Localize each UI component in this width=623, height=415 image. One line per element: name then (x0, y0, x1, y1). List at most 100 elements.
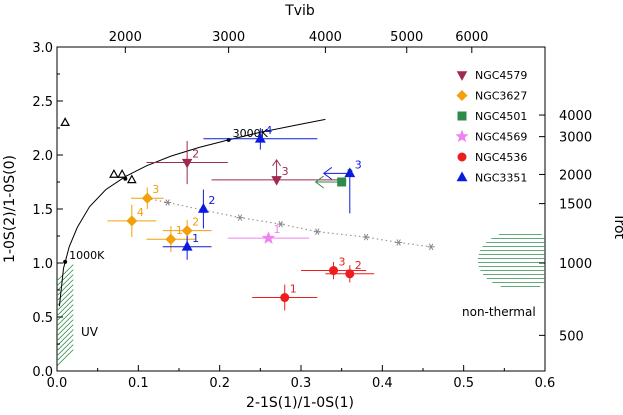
data-point (280, 293, 290, 303)
right-tick-label: 1000 (559, 257, 592, 272)
x-tick-label: 0.1 (128, 376, 149, 391)
data-point (345, 269, 355, 279)
top-tick-label: 2000 (109, 30, 142, 45)
asterisk-stroke (315, 228, 320, 235)
point-id-label: 4 (137, 206, 144, 219)
data-point (197, 202, 209, 213)
uv-point (60, 117, 70, 127)
nonthermal-asterisk (313, 228, 321, 235)
point-id-label: 4 (265, 124, 272, 137)
point-id-label: 2 (355, 259, 362, 272)
data-point (329, 266, 339, 276)
top-tick-label: 6000 (455, 30, 488, 45)
hatch-line (57, 324, 74, 342)
hatch-line (57, 309, 74, 327)
point-id-label: 1 (176, 224, 183, 237)
asterisk-stroke (363, 233, 369, 241)
legend-marker (457, 152, 467, 162)
y-axis-label: 1-0S(2)/1-0S(0) (2, 155, 18, 263)
thermal-temp-marker (63, 259, 68, 264)
point-id-label: 1 (192, 232, 199, 245)
nonthermal-asterisk (277, 220, 285, 228)
data-point (165, 233, 177, 245)
asterisk-stroke (396, 239, 401, 246)
y-tick-label: 0.0 (32, 365, 53, 380)
y-tick-label: 2.0 (32, 149, 53, 164)
x-tick-label: 0.4 (372, 376, 393, 391)
thermal-curve (58, 118, 326, 307)
data-point (344, 167, 356, 178)
hatched-region: non-thermal (462, 234, 545, 319)
hatch-line (57, 329, 74, 347)
legend-marker (455, 129, 469, 143)
hatch-line (57, 339, 74, 357)
region-layer: UV non-thermal (57, 234, 545, 367)
legend-marker (456, 89, 468, 102)
hatch-line (57, 314, 74, 332)
hatch-line (57, 304, 74, 322)
x-tick-label: 0.6 (535, 376, 556, 391)
point-id-label: 2 (192, 148, 199, 161)
plot-frame (56, 46, 546, 372)
legend-label: NGC3351 (475, 172, 527, 185)
right-tick-label: 500 (559, 329, 584, 344)
legend-label: NGC4501 (475, 110, 527, 123)
asterisk-stroke (165, 199, 170, 206)
data-point (181, 158, 193, 169)
right-tick-label: 2000 (559, 168, 592, 183)
hatched-region: UV (57, 264, 99, 367)
legend-label: NGC3627 (475, 90, 527, 103)
hatch-line (57, 279, 74, 297)
top-axis-label: Tvib (284, 3, 315, 19)
nonthermal-asterisk (236, 214, 244, 221)
y-tick-label: 1.5 (32, 203, 53, 218)
right-axis-label: Trot (611, 212, 623, 240)
y-tick-label: 1.0 (32, 257, 53, 272)
region-label-nonthermal: non-thermal (462, 305, 536, 319)
x-tick-label: 0.3 (291, 376, 312, 391)
uv-point (117, 168, 127, 178)
hatch-line (57, 319, 74, 337)
legend-label: NGC4569 (475, 131, 527, 144)
region-label-uv: UV (81, 325, 99, 339)
top-tick-label: 4000 (309, 30, 342, 45)
hatch-line (57, 349, 74, 367)
point-id-label: 1 (290, 283, 297, 296)
point-id-label: 3 (339, 256, 346, 269)
legend-label: NGC4579 (475, 69, 527, 82)
x-axis-label: 2-1S(1)/1-0S(1) (246, 395, 354, 411)
data-point (261, 231, 276, 244)
data-point (126, 215, 138, 227)
legend-marker (456, 71, 468, 81)
right-tick-label: 3000 (559, 131, 592, 146)
top-tick-label: 3000 (212, 30, 245, 45)
hatch-line (57, 264, 74, 282)
asterisk-stroke (428, 243, 434, 251)
limit-arrowhead-y (272, 158, 282, 167)
nonthermal-asterisk (362, 233, 370, 241)
hatch-line (57, 284, 74, 302)
legend: NGC4579NGC3627NGC4501NGC4569NGC4536NGC33… (455, 69, 527, 185)
point-id-label: 3 (282, 165, 289, 178)
hatch-line (57, 344, 74, 362)
nonthermal-asterisk (427, 243, 435, 251)
hatch-line (57, 334, 74, 352)
legend-marker (456, 171, 468, 182)
y-tick-label: 0.5 (32, 311, 53, 326)
point-id-label: 3 (355, 158, 362, 171)
data-point (337, 177, 347, 187)
legend-label: NGC4536 (475, 151, 527, 164)
asterisk-stroke (278, 220, 283, 228)
hatch-line (57, 294, 74, 312)
thermal-temp-label: 1000K (69, 249, 105, 262)
hatch-line (57, 274, 74, 292)
legend-marker (457, 111, 467, 121)
data-point (254, 132, 266, 143)
point-id-label: 2 (208, 194, 215, 207)
right-tick-label: 1500 (559, 198, 592, 213)
point-id-label: 1 (273, 223, 280, 236)
point-id-label: 2 (192, 216, 199, 229)
nonthermal-asterisk (164, 199, 172, 206)
